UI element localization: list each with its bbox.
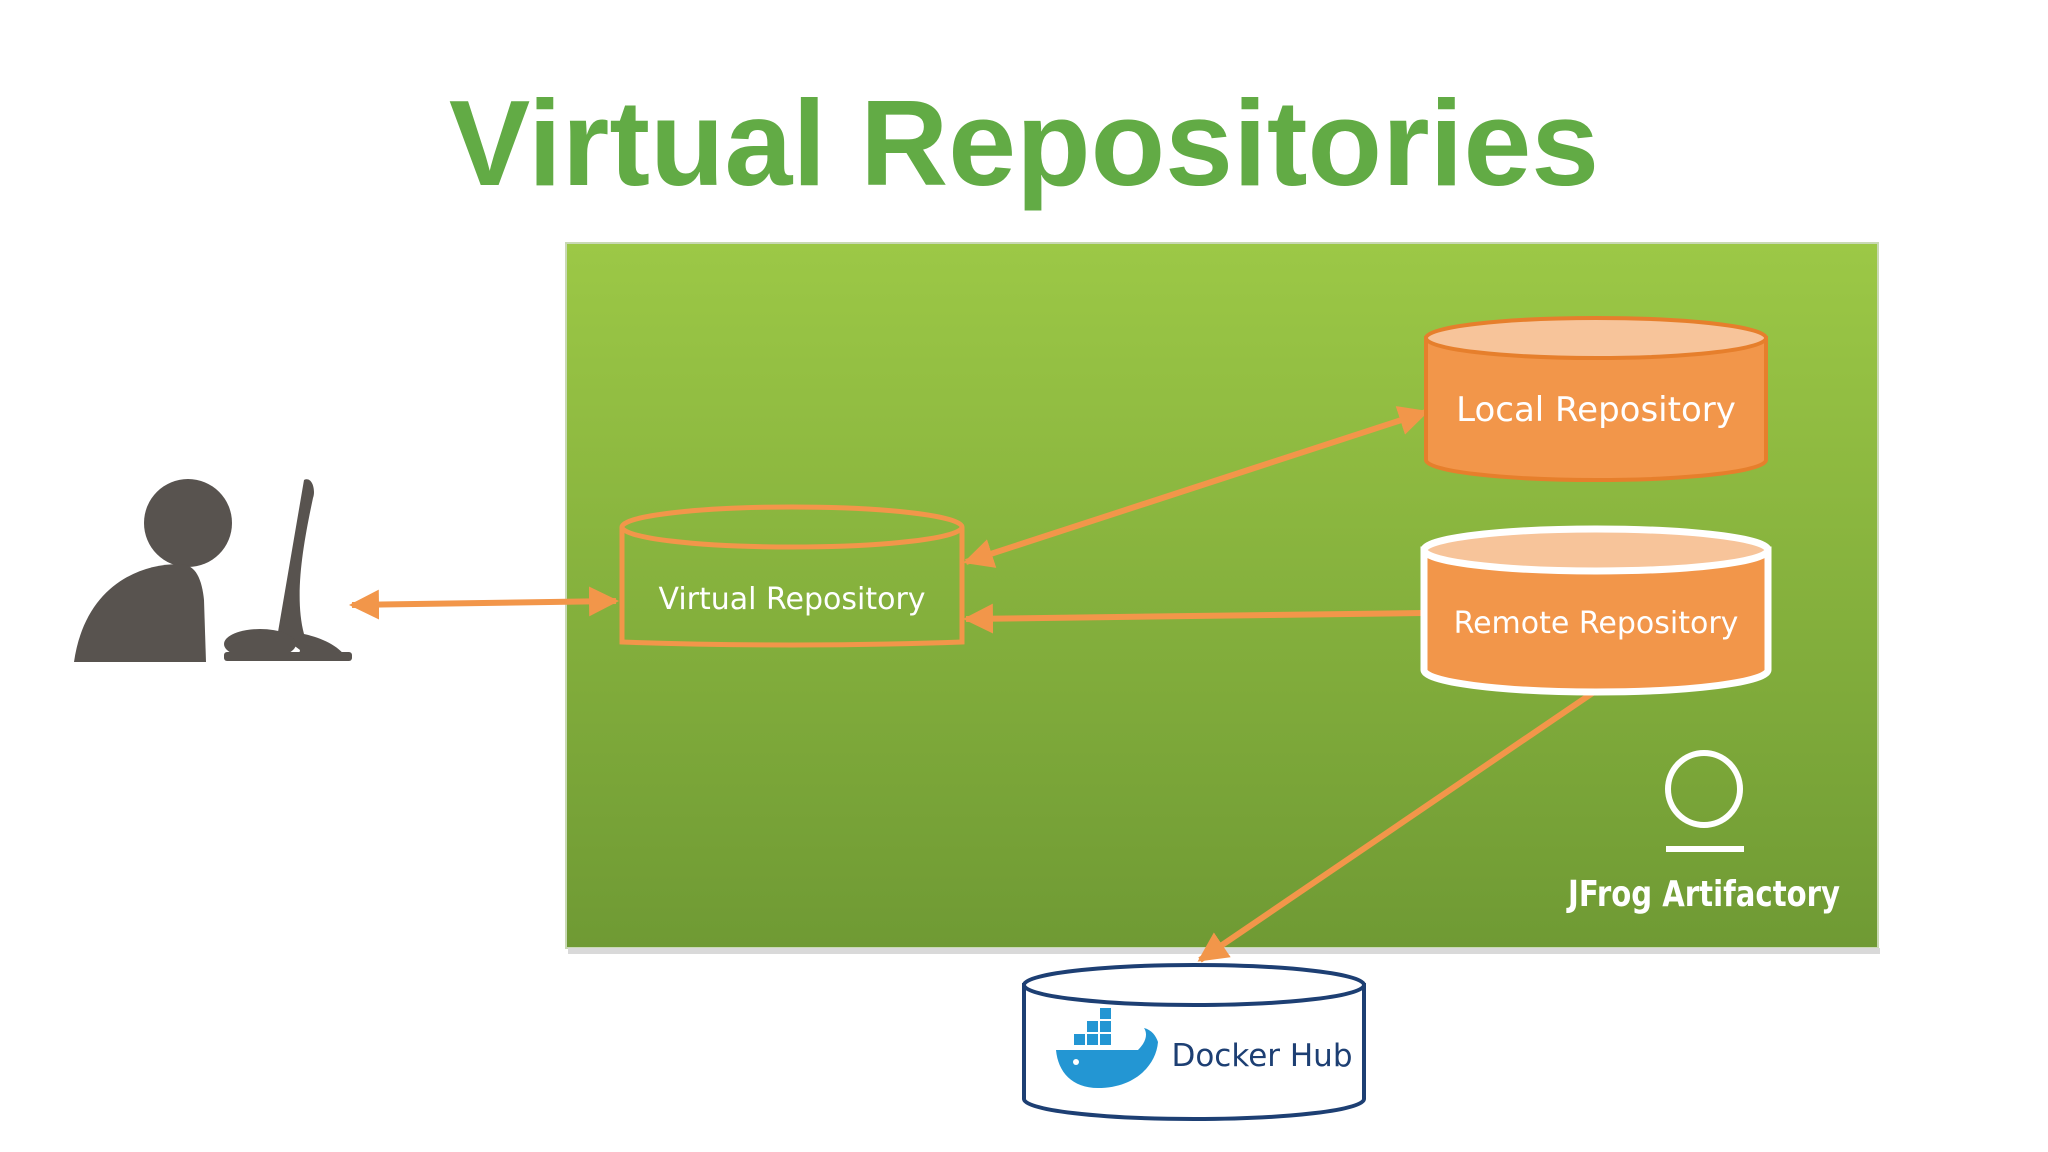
docker-whale-icon <box>1056 1008 1158 1088</box>
docker-hub-node: Docker Hub <box>1022 963 1366 1121</box>
jfrog-artifactory-logo: JFrog Artifactory <box>1566 750 1840 915</box>
docker-hub-label: Docker Hub <box>1171 1038 1352 1074</box>
jfrog-ring-logo-icon <box>1665 750 1743 828</box>
remote-repository-label: Remote Repository <box>1454 606 1739 641</box>
user-at-computer-icon <box>74 479 352 662</box>
panel-shadow <box>568 948 1880 954</box>
arrow-remote-virtual <box>963 603 1423 634</box>
virtual-repository-node: Virtual Repository <box>619 504 965 648</box>
connector-arrows <box>349 406 1596 963</box>
arrow-user-virtual <box>349 586 619 620</box>
arrow-virtual-local <box>963 406 1429 568</box>
arrow-remote-dockerhub <box>1197 689 1596 963</box>
remote-repository-node: Remote Repository <box>1420 525 1772 696</box>
local-repository-node: Local Repository <box>1424 316 1768 482</box>
jfrog-artifactory-text: JFrog Artifactory <box>1566 874 1840 915</box>
local-repository-label: Local Repository <box>1456 390 1736 430</box>
page-title: Virtual Repositories <box>449 75 1599 211</box>
virtual-repository-label: Virtual Repository <box>658 582 925 617</box>
